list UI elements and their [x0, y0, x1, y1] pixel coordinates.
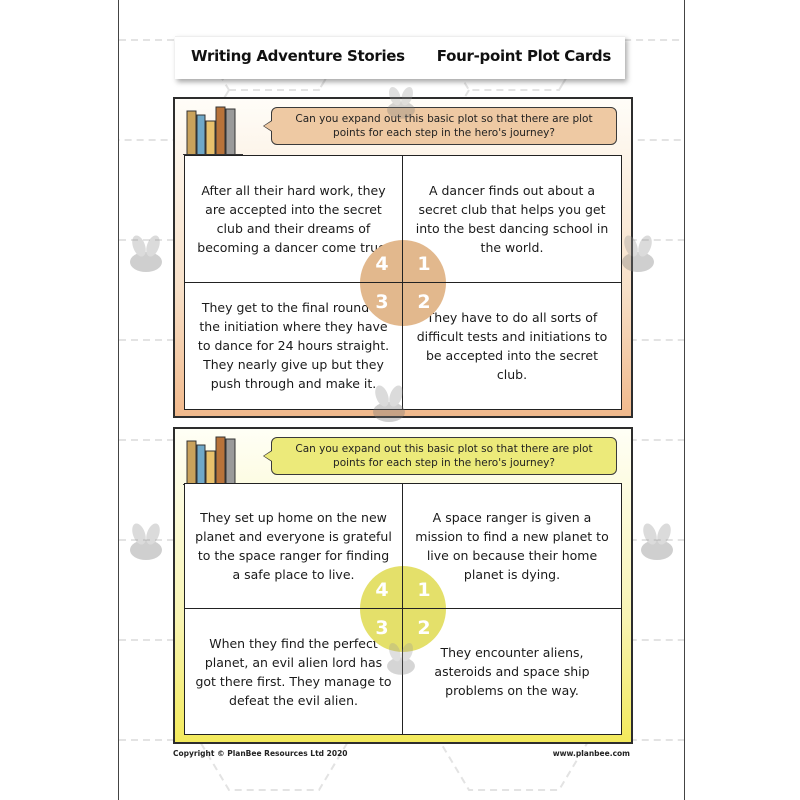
page-header: Writing Adventure Stories Four-point Plo…	[175, 36, 625, 79]
website-text: www.planbee.com	[552, 749, 630, 758]
plot-point-4: They set up home on the new planet and e…	[185, 484, 403, 609]
bee-icon	[622, 235, 654, 272]
plot-point-4: After all their hard work, they are acce…	[185, 156, 403, 283]
plot-point-1: A space ranger is given a mission to fin…	[403, 484, 621, 609]
circle-number-4: 4	[375, 252, 389, 275]
worksheet-subtitle: Four-point Plot Cards	[436, 47, 612, 65]
bee-icon	[641, 523, 673, 560]
circle-number-2: 2	[417, 617, 431, 639]
circle-number-3: 3	[375, 290, 389, 313]
circle-number-1: 1	[417, 579, 431, 601]
number-circle: 4 1 3 2	[360, 566, 446, 652]
worksheet-page: Writing Adventure Stories Four-point Plo…	[118, 0, 685, 800]
plot-card-dancer: Can you expand out this basic plot so th…	[173, 97, 633, 418]
plot-point-2: They have to do all sorts of difficult t…	[416, 309, 608, 382]
circle-number-4: 4	[375, 579, 389, 601]
bee-icon	[130, 235, 162, 272]
books-icon	[183, 436, 243, 485]
plot-grid: After all their hard work, they are acce…	[184, 155, 622, 410]
bee-icon	[387, 87, 415, 119]
plot-card-space-ranger: Can you expand out this basic plot so th…	[173, 427, 633, 744]
worksheet-title: Writing Adventure Stories	[191, 47, 405, 65]
plot-point-2: They encounter aliens, asteroids and spa…	[434, 645, 590, 698]
books-icon	[183, 106, 243, 155]
circle-number-2: 2	[417, 290, 431, 313]
bee-icon	[130, 523, 162, 560]
prompt-text: Can you expand out this basic plot so th…	[295, 443, 593, 469]
prompt-bubble: Can you expand out this basic plot so th…	[263, 437, 617, 475]
bee-icon	[373, 385, 405, 422]
plot-grid: They set up home on the new planet and e…	[184, 483, 622, 735]
circle-number-1: 1	[417, 252, 431, 275]
number-circle: 4 1 3 2	[360, 239, 446, 326]
plot-point-3: When they find the perfect planet, an ev…	[185, 609, 403, 734]
circle-number-3: 3	[375, 617, 389, 639]
prompt-text: Can you expand out this basic plot so th…	[295, 113, 593, 139]
prompt-bubble: Can you expand out this basic plot so th…	[263, 107, 617, 145]
copyright-text: Copyright © PlanBee Resources Ltd 2020	[173, 749, 348, 758]
plot-point-3: They get to the final round of the initi…	[185, 282, 403, 409]
bee-icon	[387, 643, 415, 675]
plot-point-1: A dancer finds out about a secret club t…	[403, 156, 621, 283]
